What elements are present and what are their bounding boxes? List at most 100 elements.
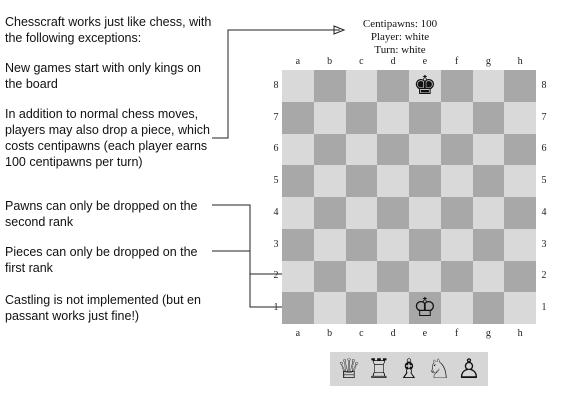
square-h2[interactable]: [504, 260, 536, 293]
square-a8[interactable]: [282, 70, 314, 102]
square-f8[interactable]: [440, 70, 473, 102]
square-f4[interactable]: [440, 197, 473, 229]
rank-label-right: 5: [541, 175, 547, 187]
square-a7[interactable]: [282, 101, 314, 134]
square-f6[interactable]: [440, 133, 473, 166]
file-label-bottom: h: [517, 328, 523, 339]
square-a5[interactable]: [282, 165, 314, 197]
square-b8[interactable]: [313, 70, 346, 102]
square-h4[interactable]: [504, 197, 536, 229]
square-g1[interactable]: [472, 292, 505, 324]
square-f1[interactable]: [440, 292, 473, 324]
square-d6[interactable]: [377, 133, 409, 166]
square-b4[interactable]: [313, 197, 346, 229]
square-f2[interactable]: [440, 260, 473, 293]
square-d5[interactable]: [377, 165, 409, 197]
square-d3[interactable]: [377, 228, 409, 261]
square-a1[interactable]: [282, 292, 314, 324]
square-a6[interactable]: [282, 133, 314, 166]
drops-note: In addition to normal chess moves, playe…: [5, 107, 210, 169]
square-g4[interactable]: [472, 197, 505, 229]
square-h5[interactable]: [504, 165, 536, 197]
rank-label-right: 6: [541, 143, 547, 155]
square-e7[interactable]: [409, 101, 441, 134]
square-h8[interactable]: [504, 70, 536, 102]
square-b3[interactable]: [313, 228, 346, 261]
square-e8[interactable]: ♚: [409, 70, 441, 102]
square-e1[interactable]: ♔: [409, 292, 441, 324]
square-h1[interactable]: [504, 292, 536, 324]
square-c8[interactable]: [345, 70, 378, 102]
pieces-note: Pieces can only be dropped on the first …: [5, 245, 198, 275]
square-b7[interactable]: [313, 101, 346, 134]
rank-label-right: 8: [541, 79, 547, 91]
square-d2[interactable]: [377, 260, 409, 293]
square-f3[interactable]: [440, 228, 473, 261]
square-c6[interactable]: [345, 133, 378, 166]
rank-label-left: 8: [273, 79, 279, 91]
square-g5[interactable]: [472, 165, 505, 197]
rank-label-left: 1: [273, 302, 279, 314]
square-d4[interactable]: [377, 197, 409, 229]
rank-label-left: 2: [273, 270, 279, 282]
square-c2[interactable]: [345, 260, 378, 293]
white-king-icon[interactable]: ♔: [413, 293, 437, 324]
square-e4[interactable]: [409, 197, 441, 229]
square-e6[interactable]: [409, 133, 441, 166]
file-label-bottom: f: [454, 328, 459, 339]
square-f7[interactable]: [440, 101, 473, 134]
square-g6[interactable]: [472, 133, 505, 166]
rank-label-right: 1: [541, 302, 547, 314]
file-label-bottom: g: [485, 328, 491, 339]
white-bishop-icon[interactable]: ♗: [396, 353, 422, 385]
square-d1[interactable]: [377, 292, 409, 324]
square-d8[interactable]: [377, 70, 409, 102]
file-label-top: g: [485, 56, 491, 67]
white-pawn-icon[interactable]: ♙: [456, 353, 482, 385]
square-g2[interactable]: [472, 260, 505, 293]
square-b2[interactable]: [313, 260, 346, 293]
file-label-top: d: [390, 56, 396, 67]
file-label-bottom: a: [295, 328, 301, 339]
square-b6[interactable]: [313, 133, 346, 166]
square-e3[interactable]: [409, 228, 441, 261]
square-g8[interactable]: [472, 70, 505, 102]
square-h7[interactable]: [504, 101, 536, 134]
rank-label-left: 3: [273, 238, 279, 250]
square-e5[interactable]: [409, 165, 441, 197]
square-h3[interactable]: [504, 228, 536, 261]
centipawns-status: Centipawns: 100: [362, 18, 438, 30]
square-g3[interactable]: [472, 228, 505, 261]
square-a4[interactable]: [282, 197, 314, 229]
square-d7[interactable]: [377, 101, 409, 134]
status-arrowhead: [333, 25, 346, 35]
square-f5[interactable]: [440, 165, 473, 197]
rank-label-right: 3: [541, 238, 547, 250]
white-queen-icon[interactable]: ♕: [336, 353, 362, 385]
square-c4[interactable]: [345, 197, 378, 229]
file-label-top: f: [454, 56, 459, 67]
square-c7[interactable]: [345, 101, 378, 134]
white-knight-icon[interactable]: ♘: [426, 353, 452, 385]
file-label-bottom: d: [390, 328, 396, 339]
square-h6[interactable]: [504, 133, 536, 166]
square-g7[interactable]: [472, 101, 505, 134]
file-label-bottom: b: [327, 328, 333, 339]
square-a2[interactable]: [282, 260, 314, 293]
intro-note: Chesscraft works just like chess, with t…: [5, 15, 212, 45]
square-c1[interactable]: [345, 292, 378, 324]
rank-label-right: 7: [541, 111, 547, 123]
square-c5[interactable]: [345, 165, 378, 197]
kings-note: New games start with only kings on the b…: [5, 61, 201, 91]
white-rook-icon[interactable]: ♖: [366, 353, 392, 385]
square-c3[interactable]: [345, 228, 378, 261]
black-king-icon[interactable]: ♚: [413, 70, 437, 101]
chess-board: ♚♔: [282, 70, 536, 324]
square-b1[interactable]: [313, 292, 346, 324]
pawns-note: Pawns can only be dropped on the second …: [5, 199, 198, 229]
square-e2[interactable]: [409, 260, 441, 293]
square-b5[interactable]: [313, 165, 346, 197]
rank-label-left: 6: [273, 143, 279, 155]
square-a3[interactable]: [282, 228, 314, 261]
